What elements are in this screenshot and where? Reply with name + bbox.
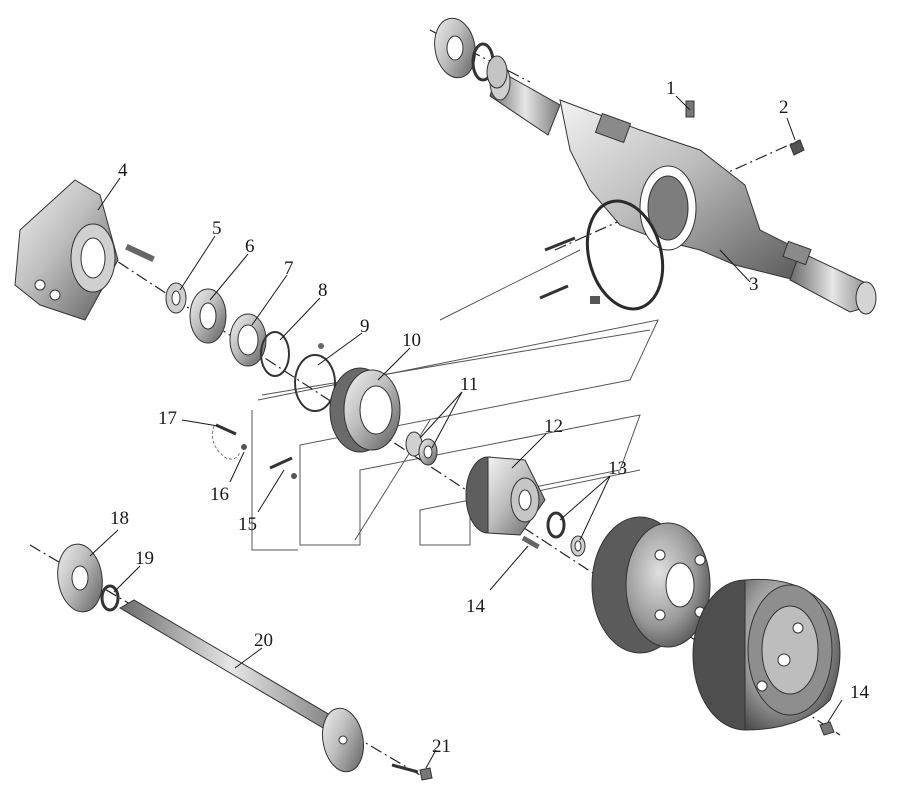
callout-2: 2 <box>779 97 789 118</box>
callout-21: 21 <box>432 736 451 757</box>
callout-8: 8 <box>318 280 328 301</box>
knuckle <box>14 179 155 321</box>
upper-flange <box>434 17 508 89</box>
callout-5: 5 <box>212 218 222 239</box>
leader-lines <box>89 95 843 769</box>
callout-16: 16 <box>210 484 229 505</box>
callout-11: 11 <box>460 374 478 395</box>
clip-16 <box>212 425 247 460</box>
seal-19 <box>100 584 120 612</box>
housing-gasket <box>585 199 665 311</box>
axle-shaft-20 <box>119 599 364 773</box>
stud-14-hub <box>521 535 540 550</box>
background-outline <box>251 249 659 551</box>
bearings-11 <box>405 431 438 466</box>
flange-18 <box>57 543 103 613</box>
callout-7: 7 <box>284 258 294 279</box>
seal-washer-5 <box>165 282 187 314</box>
callout-9: 9 <box>360 316 370 337</box>
bolt-21 <box>391 763 433 781</box>
callout-14-hub: 14 <box>466 596 486 617</box>
callout-12: 12 <box>544 416 563 437</box>
callout-18: 18 <box>110 508 129 529</box>
callout-4: 4 <box>118 160 128 181</box>
callout-1: 1 <box>666 78 676 99</box>
wheel-hub-12 <box>465 456 546 536</box>
callout-3: 3 <box>749 274 759 295</box>
bolt-17 <box>215 423 237 436</box>
wheel-rim <box>692 578 841 731</box>
callout-14-wheel: 14 <box>850 682 870 703</box>
bearing-10 <box>329 367 401 453</box>
nut-7 <box>229 313 267 367</box>
callout-labels: 1 2 3 4 5 6 7 8 9 10 11 12 13 14 14 15 1… <box>110 78 870 757</box>
callout-15: 15 <box>238 514 257 535</box>
pin-15 <box>269 456 297 479</box>
wheel-nut-14 <box>819 721 835 736</box>
ring-6 <box>189 288 227 344</box>
axle-housing <box>489 63 877 315</box>
o-ring-9 <box>294 343 336 412</box>
callout-17: 17 <box>158 408 177 429</box>
callout-13: 13 <box>608 458 627 479</box>
callout-20: 20 <box>254 630 273 651</box>
brake-drum <box>591 516 711 654</box>
callout-10: 10 <box>402 330 421 351</box>
callout-6: 6 <box>245 236 255 257</box>
callout-19: 19 <box>135 548 154 569</box>
housing-bolts <box>539 100 805 304</box>
lock-washer-8 <box>260 331 290 377</box>
rings-13 <box>546 511 586 557</box>
